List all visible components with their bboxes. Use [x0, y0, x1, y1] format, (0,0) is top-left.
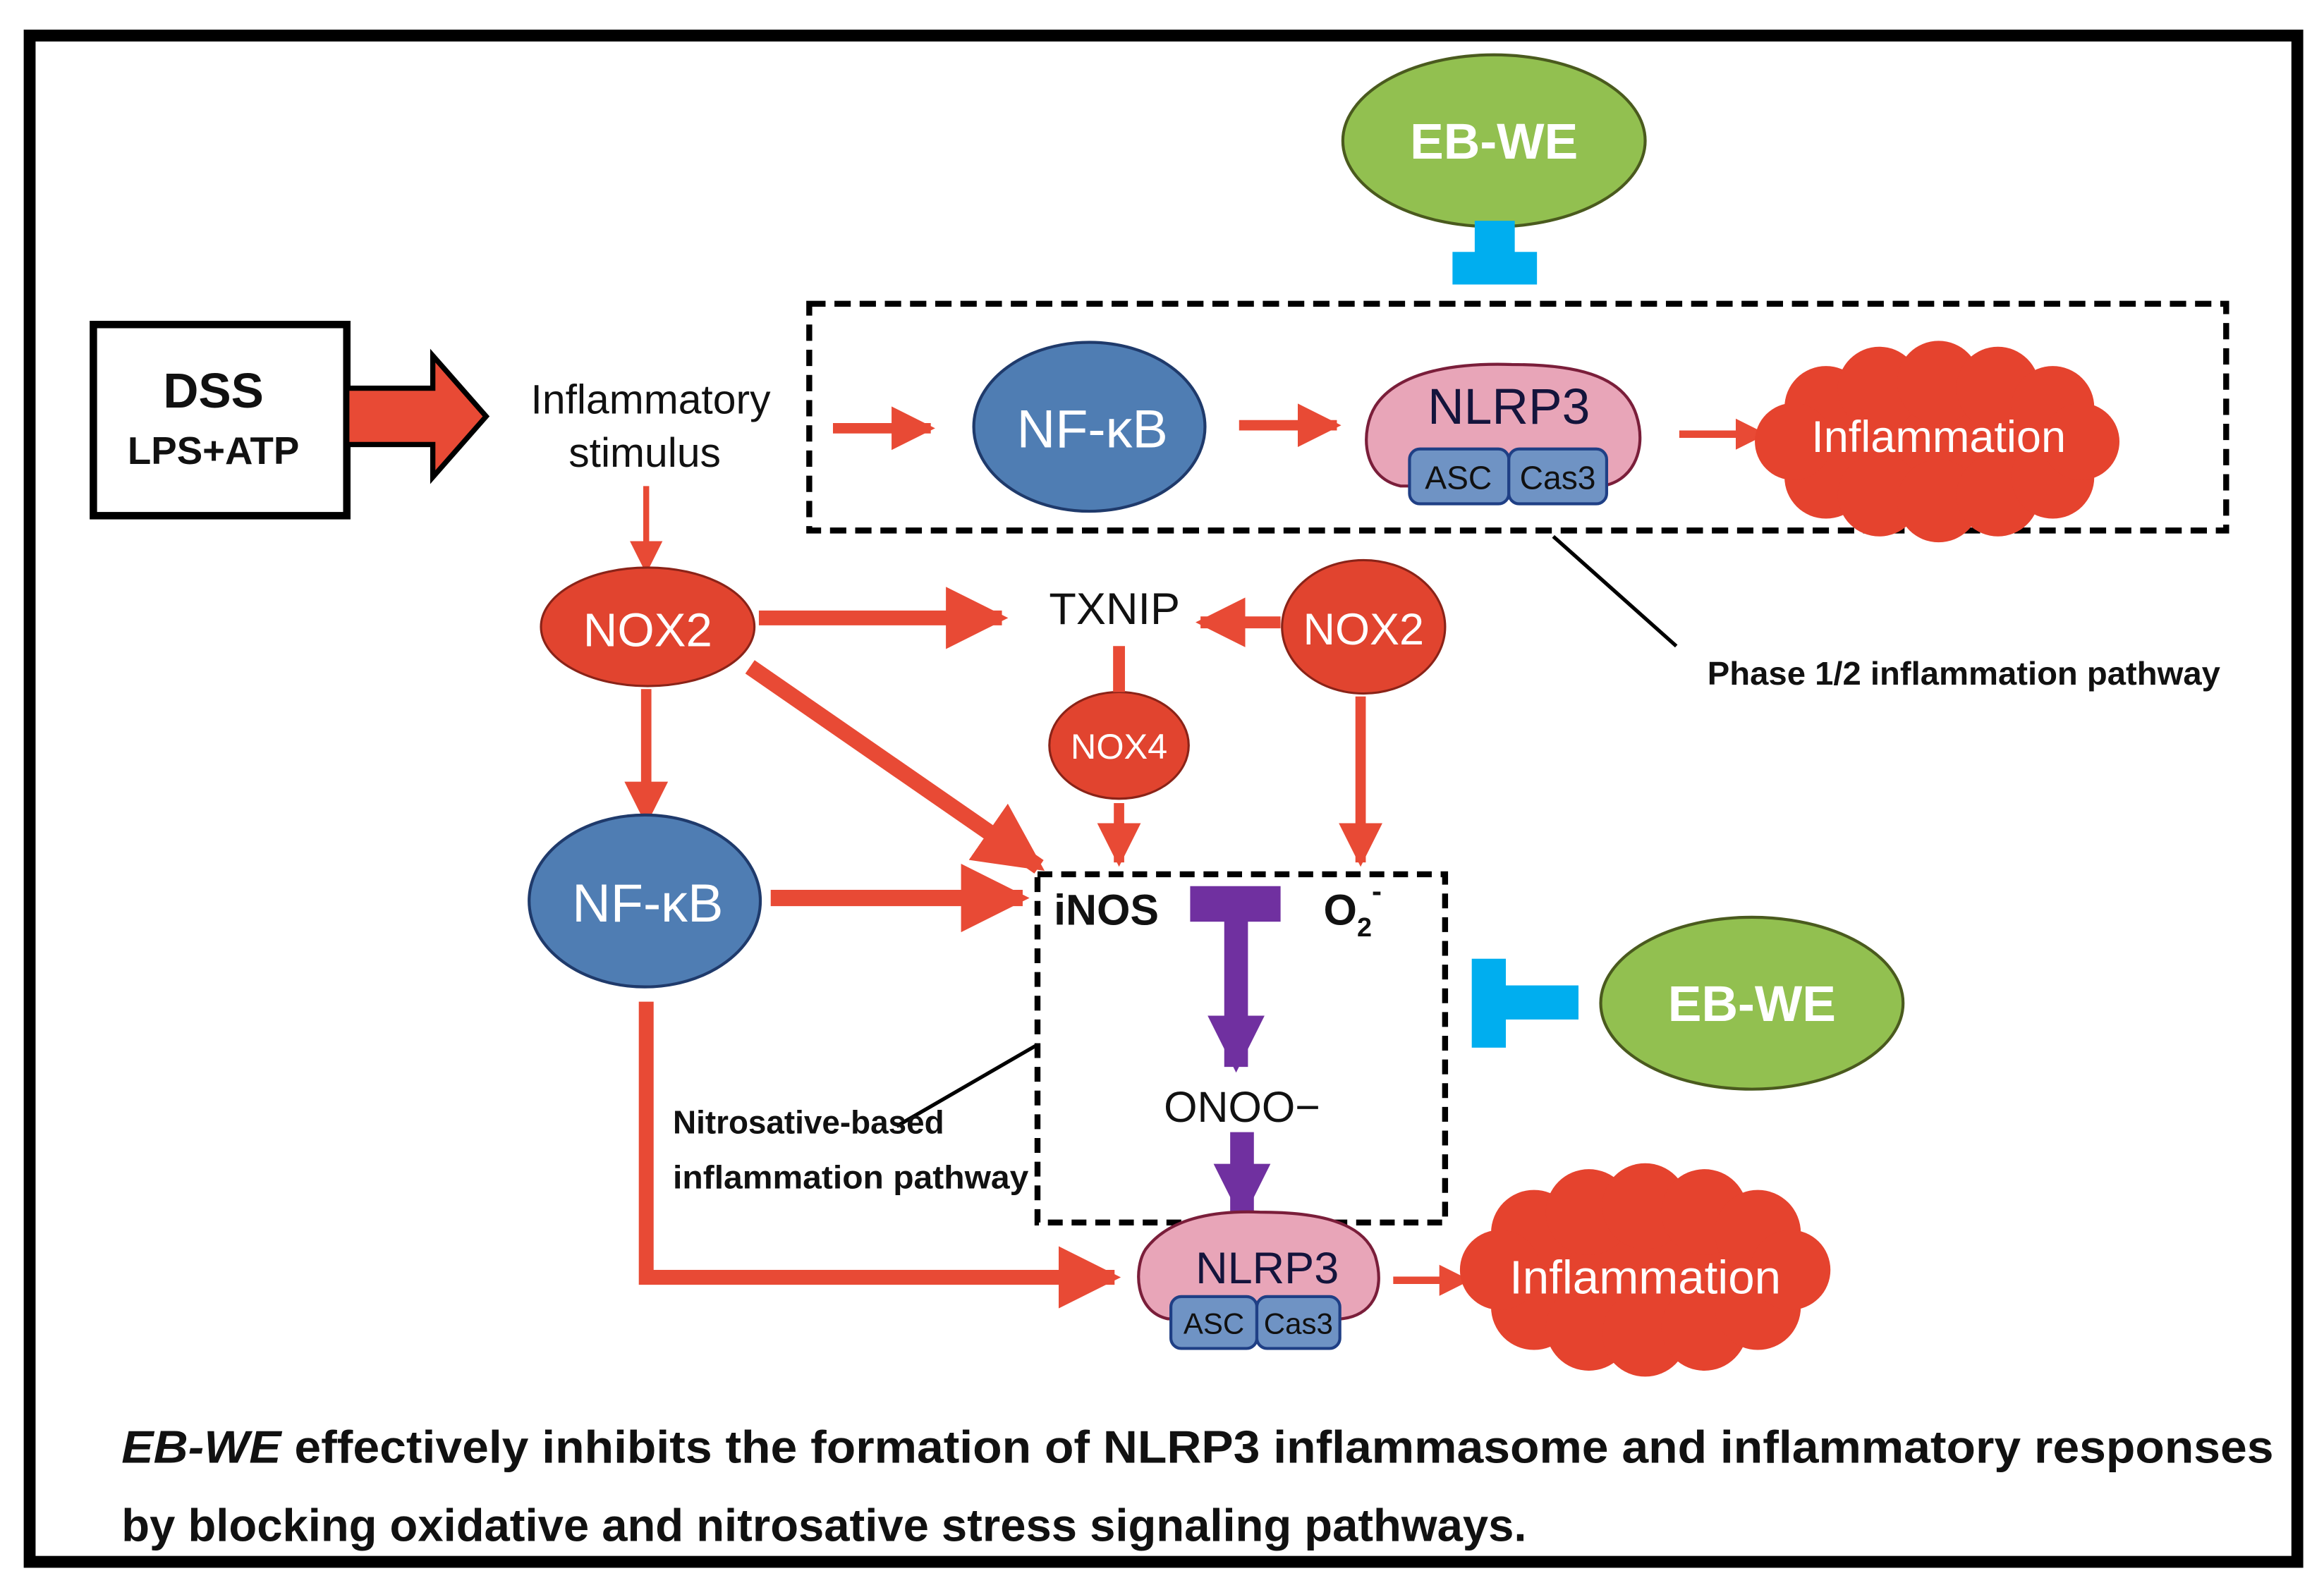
nox2-label-left: NOX2 — [583, 604, 712, 656]
caption-italic-lead: EB-WE — [121, 1421, 283, 1472]
nox2-node-left — [540, 566, 756, 687]
asc-label-top: ASC — [1425, 460, 1492, 496]
nfkb-label-top: NF-κB — [1017, 400, 1168, 460]
nox2-label-right: NOX2 — [1303, 605, 1424, 654]
nfkb-label-middle: NF-κB — [572, 874, 723, 934]
nlrp3-inflammasome-bottom: NLRP3 ASC Cas3 — [1137, 1210, 1380, 1350]
stimulus-box: DSS LPS+ATP — [90, 320, 351, 520]
nlrp3-dome-bottom — [1137, 1210, 1380, 1321]
outer-frame — [23, 30, 2304, 1568]
caption-line2: by blocking oxidative and nitrosative st… — [121, 1500, 1526, 1551]
superoxide-subscript: 2 — [1357, 913, 1372, 943]
inos-label: iNOS — [1054, 886, 1159, 934]
right-ebwe-inhibitor: EB-WE — [1471, 915, 1905, 1091]
inflammatory-stimulus-line2: stimulus — [568, 430, 721, 476]
nfkb-node-middle — [528, 813, 762, 989]
superoxide-superscript: - — [1372, 874, 1382, 907]
top-ebwe-inhibitor: EB-WE — [1341, 53, 1647, 285]
stimulus-dss: DSS — [163, 363, 264, 418]
cas3-block-top — [1507, 447, 1609, 506]
ebwe-label-top: EB-WE — [1410, 114, 1578, 170]
ebwe-label-right: EB-WE — [1668, 976, 1836, 1032]
inhibitor-bar-stem-top — [1474, 221, 1515, 255]
caption-line1-rest: effectively inhibits the formation of NL… — [281, 1421, 2274, 1472]
arrow-nox2-to-inos-diagonal — [745, 660, 1045, 874]
svg-text:O2-: O2- — [1324, 874, 1382, 943]
txnip-label: TXNIP — [1049, 585, 1180, 634]
caption-line1: EB-WE effectively inhibits the formation… — [121, 1421, 2273, 1472]
nlrp3-label-bottom: NLRP3 — [1196, 1244, 1339, 1293]
superoxide-label: O2- — [1324, 874, 1382, 943]
inflammation-label-top: Inflammation — [1811, 412, 2066, 462]
inhibitor-bar-stem-right — [1504, 985, 1578, 1020]
inflammation-label-bottom: Inflammation — [1509, 1252, 1781, 1304]
stimulus-lps-atp: LPS+ATP — [128, 429, 299, 472]
superoxide-base: O — [1324, 886, 1357, 934]
inhibitor-bar-top — [1452, 252, 1538, 285]
phase-pathway-label: Phase 1/2 inflammation pathway — [1708, 655, 2220, 692]
cas3-block-bottom — [1255, 1295, 1342, 1350]
asc-label-bottom: ASC — [1184, 1307, 1244, 1340]
peroxynitrite-label: ONOO− — [1164, 1083, 1320, 1131]
inhibitor-bar-right — [1471, 958, 1507, 1048]
nitrosative-label-line1: Nitrosative-based — [673, 1104, 944, 1141]
stimulus-block-arrow — [344, 348, 490, 484]
arrow-nfkb-to-nlrp3-bottom — [638, 1001, 1121, 1309]
inflammatory-stimulus-line1: Inflammatory — [531, 377, 772, 422]
phase-pathway-box — [806, 300, 2229, 534]
nox2-node-right — [1281, 558, 1447, 695]
phase-label-leader — [1552, 534, 1678, 648]
nitrosative-label-leader — [896, 1043, 1039, 1128]
nox4-label: NOX4 — [1071, 726, 1167, 766]
purple-join-bar — [1190, 886, 1281, 922]
caption: EB-WE effectively inhibits the formation… — [121, 1421, 2273, 1551]
cas3-label-bottom: Cas3 — [1264, 1307, 1333, 1340]
cas3-label-top: Cas3 — [1520, 460, 1596, 496]
nitrosative-label-line2: inflammation pathway — [673, 1158, 1029, 1195]
ebwe-node-right — [1599, 915, 1905, 1091]
nlrp3-label-top: NLRP3 — [1428, 379, 1590, 435]
inflammation-cloud-top: Inflammation — [1755, 341, 2120, 543]
inflammation-cloud-bottom: Inflammation — [1459, 1163, 1831, 1377]
nlrp3-inflammasome-top: NLRP3 ASC Cas3 — [1365, 362, 1642, 506]
nfkb-node-top — [972, 341, 1207, 513]
